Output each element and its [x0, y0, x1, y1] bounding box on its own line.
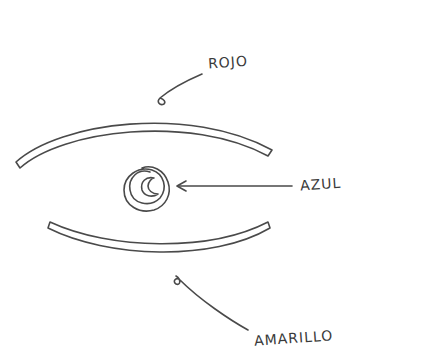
color-label: AMARILLO	[254, 327, 334, 348]
leader-line	[158, 74, 202, 105]
lower-lid	[48, 222, 270, 252]
upper-lid	[16, 123, 272, 168]
leader-arrow	[178, 185, 292, 187]
color-label: AZUL	[299, 175, 341, 194]
leader-line	[174, 276, 248, 330]
pupil	[142, 178, 158, 196]
iris-spiral	[124, 167, 169, 211]
color-label: ROJO	[207, 53, 248, 72]
arrow-head	[177, 181, 186, 191]
